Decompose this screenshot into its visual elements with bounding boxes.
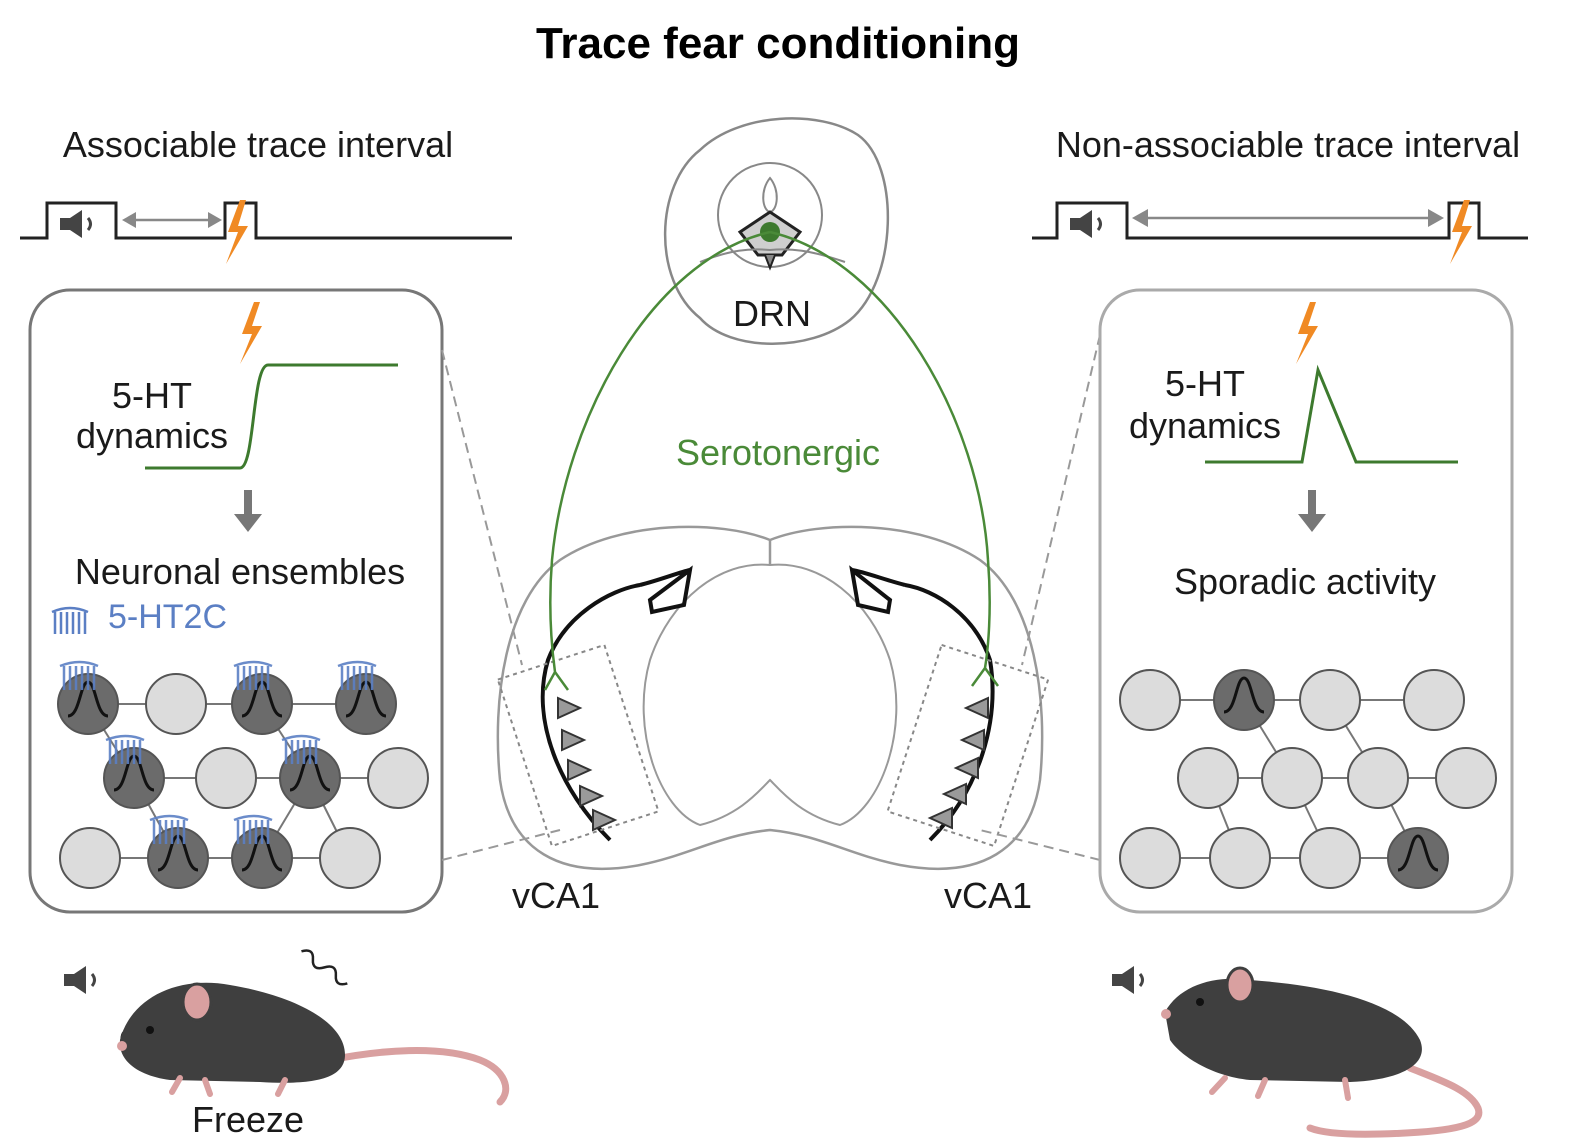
inactive-neuron [1299, 827, 1361, 889]
pyramidal-cell [561, 728, 587, 752]
inactive-neuron [145, 673, 207, 735]
left-hippocampus [540, 565, 693, 842]
left-pyramidal-cells [557, 696, 618, 832]
active-neuron [231, 660, 293, 735]
right-outcome-label: Sporadic activity [1174, 561, 1436, 602]
inactive-neuron [1435, 747, 1497, 809]
down-arrow-icon [1298, 490, 1326, 532]
inactive-neuron [195, 747, 257, 809]
serotonergic-projections: Serotonergic [543, 230, 1000, 691]
lightning-icon [1450, 200, 1472, 264]
lightning-icon [226, 200, 248, 264]
receptor-icon [281, 734, 321, 764]
left-heading: Associable trace interval [63, 124, 453, 165]
pyramidal-cell [927, 806, 953, 830]
left-projection [543, 230, 771, 691]
brainstem-section: DRN [663, 117, 889, 345]
pathway-label: Serotonergic [676, 432, 880, 473]
inactive-neuron [59, 827, 121, 889]
receptor-icon [51, 606, 89, 634]
interval-arrow [122, 212, 222, 228]
receptor-label: 5-HT2C [108, 598, 227, 636]
speaker-icon [60, 210, 92, 238]
active-neuron [57, 660, 119, 735]
active-neuron [147, 814, 209, 889]
tremble-line [301, 949, 348, 986]
inactive-neuron [1403, 669, 1465, 731]
active-neuron [1387, 827, 1449, 889]
right-dynamics-label-1: 5-HT [1165, 363, 1245, 404]
active-neuron [279, 734, 341, 809]
active-neuron [1213, 669, 1275, 731]
drn-label: DRN [733, 293, 811, 334]
right-panel-box [1098, 288, 1514, 914]
pyramidal-cell [567, 758, 593, 782]
behavior-label: Freeze [192, 1099, 304, 1140]
inactive-neuron [1261, 747, 1323, 809]
left-dynamics-label-1: 5-HT [112, 375, 192, 416]
receptor-icon [233, 814, 273, 844]
pyramidal-cell [941, 782, 967, 806]
interval-arrow [1132, 209, 1444, 227]
inactive-neuron [1119, 827, 1181, 889]
active-neuron [103, 734, 165, 809]
brain-section: vCA1 vCA1 [496, 525, 1050, 916]
inactive-neuron [1119, 669, 1181, 731]
receptor-icon [59, 660, 99, 690]
speaker-icon [1112, 966, 1144, 994]
left-neuron-network [57, 660, 429, 889]
right-pyramidal-cells [927, 696, 989, 830]
receptor-icon [149, 814, 189, 844]
spike-trace [1223, 676, 1265, 714]
speaker-icon [64, 966, 96, 994]
inactive-neuron [367, 747, 429, 809]
right-neuron-network [1119, 669, 1497, 889]
right-mouse-scene [1112, 966, 1483, 1138]
right-5ht-curve [1205, 364, 1458, 464]
figure-title: Trace fear conditioning [536, 19, 1020, 68]
down-arrow-icon [234, 490, 262, 532]
right-heading: Non-associable trace interval [1056, 124, 1520, 165]
inactive-neuron [1299, 669, 1361, 731]
right-timeline [1032, 200, 1528, 264]
active-neuron [231, 814, 293, 889]
left-outcome-label: Neuronal ensembles [75, 551, 405, 592]
receptor-icon [337, 660, 377, 690]
inactive-neuron [1177, 747, 1239, 809]
receptor-legend: 5-HT2C [51, 598, 227, 636]
left-dynamics-label-2: dynamics [76, 415, 228, 456]
pyramidal-cell [963, 696, 989, 720]
left-5ht-curve [145, 363, 398, 470]
speaker-icon [1070, 210, 1102, 238]
left-mouse-scene: Freeze [64, 949, 510, 1140]
active-neuron [335, 660, 397, 735]
right-projection [769, 230, 1000, 687]
receptor-icon [105, 734, 145, 764]
lightning-icon [240, 302, 262, 364]
pyramidal-cell [579, 784, 605, 808]
right-dynamics-label-2: dynamics [1129, 405, 1281, 446]
right-vca1-region [886, 643, 1050, 848]
left-vca1-region [496, 643, 660, 848]
inactive-neuron [319, 827, 381, 889]
right-vca1-label: vCA1 [944, 875, 1032, 916]
inactive-neuron [1347, 747, 1409, 809]
pyramidal-cell [953, 756, 979, 780]
receptor-icon [233, 660, 273, 690]
inactive-neuron [1209, 827, 1271, 889]
mouse-icon [1161, 966, 1483, 1138]
left-panel-box [28, 288, 444, 914]
lightning-icon [1296, 302, 1318, 364]
spike-trace [1397, 834, 1439, 872]
left-timeline [20, 200, 512, 264]
pyramidal-cell [959, 728, 985, 752]
pyramidal-cell [592, 808, 618, 832]
mouse-icon [117, 982, 510, 1106]
pyramidal-cell [557, 696, 583, 720]
zoom-guides [441, 334, 1101, 861]
left-vca1-label: vCA1 [512, 875, 600, 916]
